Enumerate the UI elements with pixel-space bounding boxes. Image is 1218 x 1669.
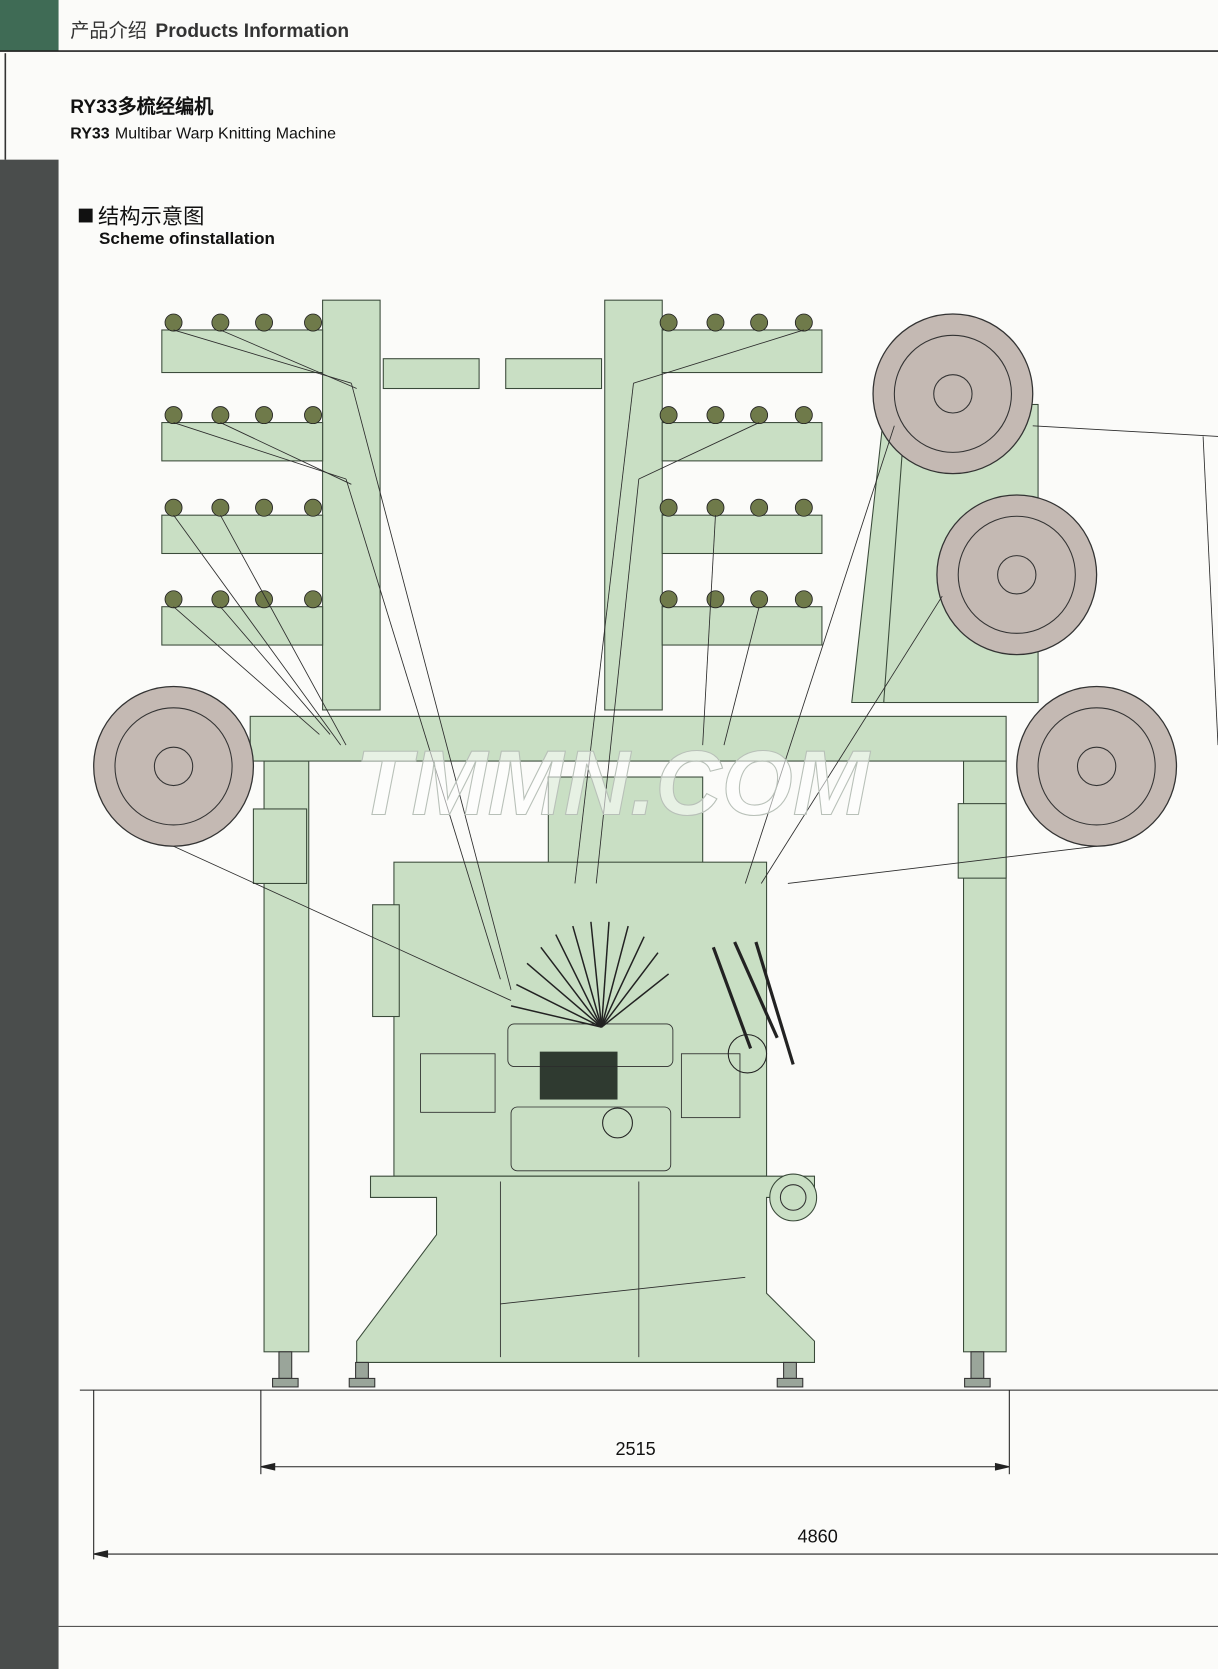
drive-wheel bbox=[727, 1034, 768, 1074]
right-creel bbox=[505, 299, 823, 711]
control-box bbox=[539, 1051, 618, 1100]
left-creel bbox=[161, 299, 480, 711]
pattern-rods bbox=[711, 941, 795, 1065]
leveling-feet bbox=[272, 1351, 991, 1388]
header-accent-block bbox=[0, 0, 59, 52]
dimension-inner bbox=[260, 1390, 1010, 1475]
takeup-wheel bbox=[602, 1107, 633, 1139]
machine-side-left bbox=[372, 904, 400, 1018]
pattern-beams bbox=[164, 313, 813, 609]
guide-bar-fan bbox=[510, 921, 670, 1028]
machine-base bbox=[356, 1175, 816, 1363]
dimension-overall-label: 4860 bbox=[798, 1526, 838, 1546]
warp-beams bbox=[93, 313, 1178, 847]
dimension-overall bbox=[93, 1390, 1218, 1560]
bullet-square bbox=[78, 208, 93, 223]
machine-diagram bbox=[93, 299, 1218, 1388]
machine-head bbox=[547, 776, 704, 869]
product-title-cn: RY33多梳经编机 bbox=[70, 95, 214, 118]
machine-body bbox=[393, 861, 768, 1177]
scheme-title-en: Scheme ofinstallation bbox=[99, 229, 275, 248]
left-bracket bbox=[252, 808, 308, 884]
scheme-title-cn: 结构示意图 bbox=[98, 205, 204, 229]
right-bracket bbox=[957, 803, 1007, 879]
base-roller bbox=[769, 1173, 818, 1222]
watermark: TMMN.COM bbox=[355, 732, 870, 834]
dimension-inner-label: 2515 bbox=[616, 1439, 656, 1459]
yarn-paths bbox=[173, 329, 1218, 1001]
top-frame-beam bbox=[249, 715, 1007, 762]
left-side-bar bbox=[0, 159, 59, 1669]
